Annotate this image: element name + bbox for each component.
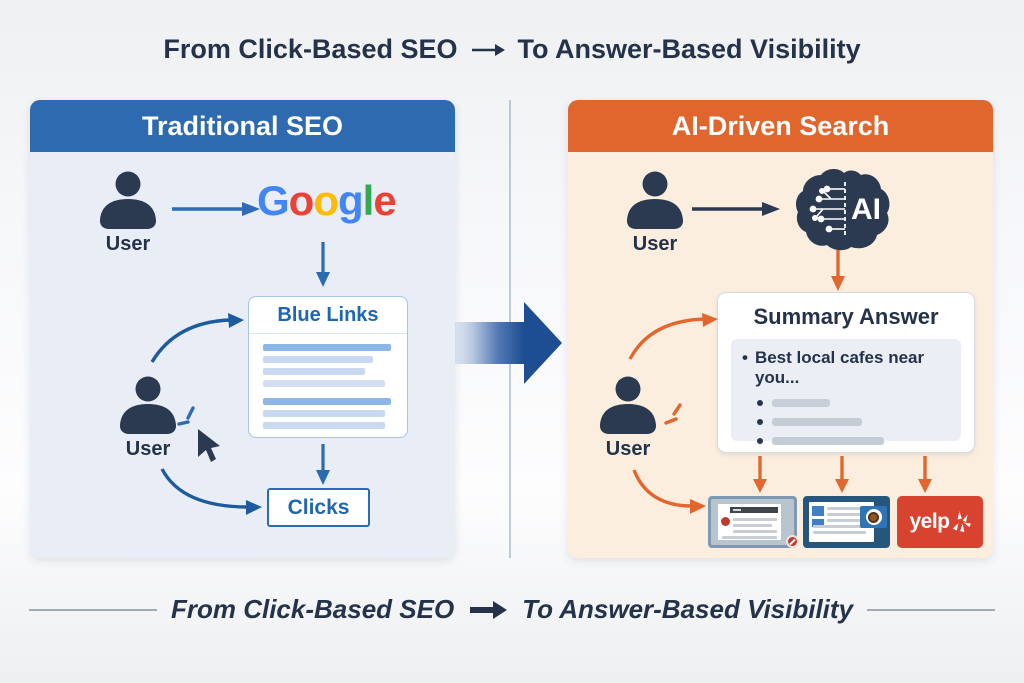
yelp-source-card: yelp (897, 496, 983, 548)
user-to-sources-curve-arrow-icon (632, 469, 706, 514)
click-sparks-icon (664, 403, 682, 425)
clicks-box: Clicks (267, 488, 370, 527)
google-letter: o (313, 177, 339, 224)
left-rule (28, 608, 157, 611)
google-to-links-arrow-icon (316, 242, 330, 287)
google-letter: e (373, 177, 396, 224)
google-letter: o (288, 177, 315, 224)
search-results-skeleton (249, 334, 407, 429)
result-line (263, 368, 365, 375)
user-to-google-arrow-icon (172, 202, 260, 216)
links-to-clicks-arrow-icon (316, 444, 330, 485)
summary-skeleton-row (742, 437, 950, 445)
google-letter: G (257, 177, 290, 224)
user-icon (622, 170, 688, 230)
user-figure-bottom-right: User (595, 375, 661, 461)
summary-skeleton-row (742, 418, 950, 426)
webpage-card-icon (711, 499, 799, 548)
bottom-title-right: To Answer-Based Visibility (522, 594, 854, 624)
google-letter: g (337, 177, 364, 224)
bullet: • (742, 348, 748, 367)
ai-to-summary-arrow-icon (831, 250, 845, 291)
top-title: From Click-Based SEO To Answer-Based Vis… (0, 34, 1024, 65)
user-label: User (632, 233, 678, 255)
user-icon (595, 375, 661, 435)
user-to-clicks-curve-arrow-icon (160, 468, 262, 515)
right-arrow-icon (471, 43, 505, 56)
blue-links-box: Blue Links (248, 296, 408, 438)
right-rule (867, 608, 996, 611)
summary-answer-content: • Best local cafes near you... (731, 339, 961, 445)
bullet-dot (757, 400, 763, 406)
result-line (263, 422, 385, 429)
summary-line (772, 418, 862, 426)
summary-to-webpage-arrow-icon (753, 456, 767, 493)
summary-skeleton-row (742, 399, 950, 407)
bold-right-arrow-icon (470, 600, 508, 619)
user-to-links-curve-arrow-icon (150, 313, 244, 363)
summary-line (772, 399, 830, 407)
ai-brain-icon: AI (795, 169, 890, 251)
user-icon (115, 375, 181, 435)
ai-driven-search-header: AI-Driven Search (568, 100, 993, 152)
summary-line (772, 437, 884, 445)
user-label: User (105, 233, 151, 255)
bullet-dot (757, 419, 763, 425)
user-icon (95, 170, 161, 230)
top-title-left: From Click-Based SEO (163, 34, 458, 64)
top-title-right: To Answer-Based Visibility (517, 34, 861, 64)
result-line (263, 380, 385, 387)
user-to-ai-arrow-icon (692, 202, 780, 216)
ai-driven-search-panel: AI-Driven Search User AI (568, 100, 993, 558)
user-to-summary-curve-arrow-icon (628, 313, 718, 360)
result-line (263, 410, 385, 417)
result-line (263, 356, 373, 363)
bottom-title: From Click-Based SEO To Answer-Based Vis… (0, 594, 1024, 625)
summary-answer-box: Summary Answer • Best local cafes near y… (717, 292, 975, 453)
summary-to-article-arrow-icon (835, 456, 849, 493)
summary-to-yelp-arrow-icon (918, 456, 932, 493)
summary-first-item: • Best local cafes near you... (742, 348, 950, 388)
transition-arrow-icon (450, 302, 562, 384)
user-figure-top-right: User (622, 170, 688, 256)
user-figure-bottom-left: User (115, 375, 181, 461)
google-letter: l (362, 177, 375, 224)
browser-logo-icon (860, 506, 887, 528)
blue-links-title: Blue Links (249, 297, 407, 334)
google-logo: Google (257, 177, 397, 224)
yelp-burst-icon (952, 511, 971, 532)
user-figure-top-left: User (95, 170, 161, 256)
webpage-source-card (708, 496, 799, 548)
article-source-card (803, 496, 890, 548)
bottom-title-left: From Click-Based SEO (170, 594, 455, 624)
summary-skeleton-list (742, 399, 950, 445)
traditional-seo-header: Traditional SEO (30, 100, 455, 152)
result-line (263, 344, 391, 351)
bullet-dot (757, 438, 763, 444)
traditional-seo-panel: Traditional SEO User Google Blue Links U… (30, 100, 455, 558)
cursor-click-icon (177, 406, 220, 462)
user-label: User (605, 438, 651, 460)
result-line (263, 398, 391, 405)
ai-label: AI (851, 193, 881, 226)
summary-first-item-text: Best local cafes near you... (754, 348, 925, 387)
blocked-badge-icon (786, 535, 799, 548)
yelp-logo-text: yelp (909, 510, 950, 533)
user-label: User (125, 438, 171, 460)
summary-answer-title: Summary Answer (753, 304, 939, 329)
